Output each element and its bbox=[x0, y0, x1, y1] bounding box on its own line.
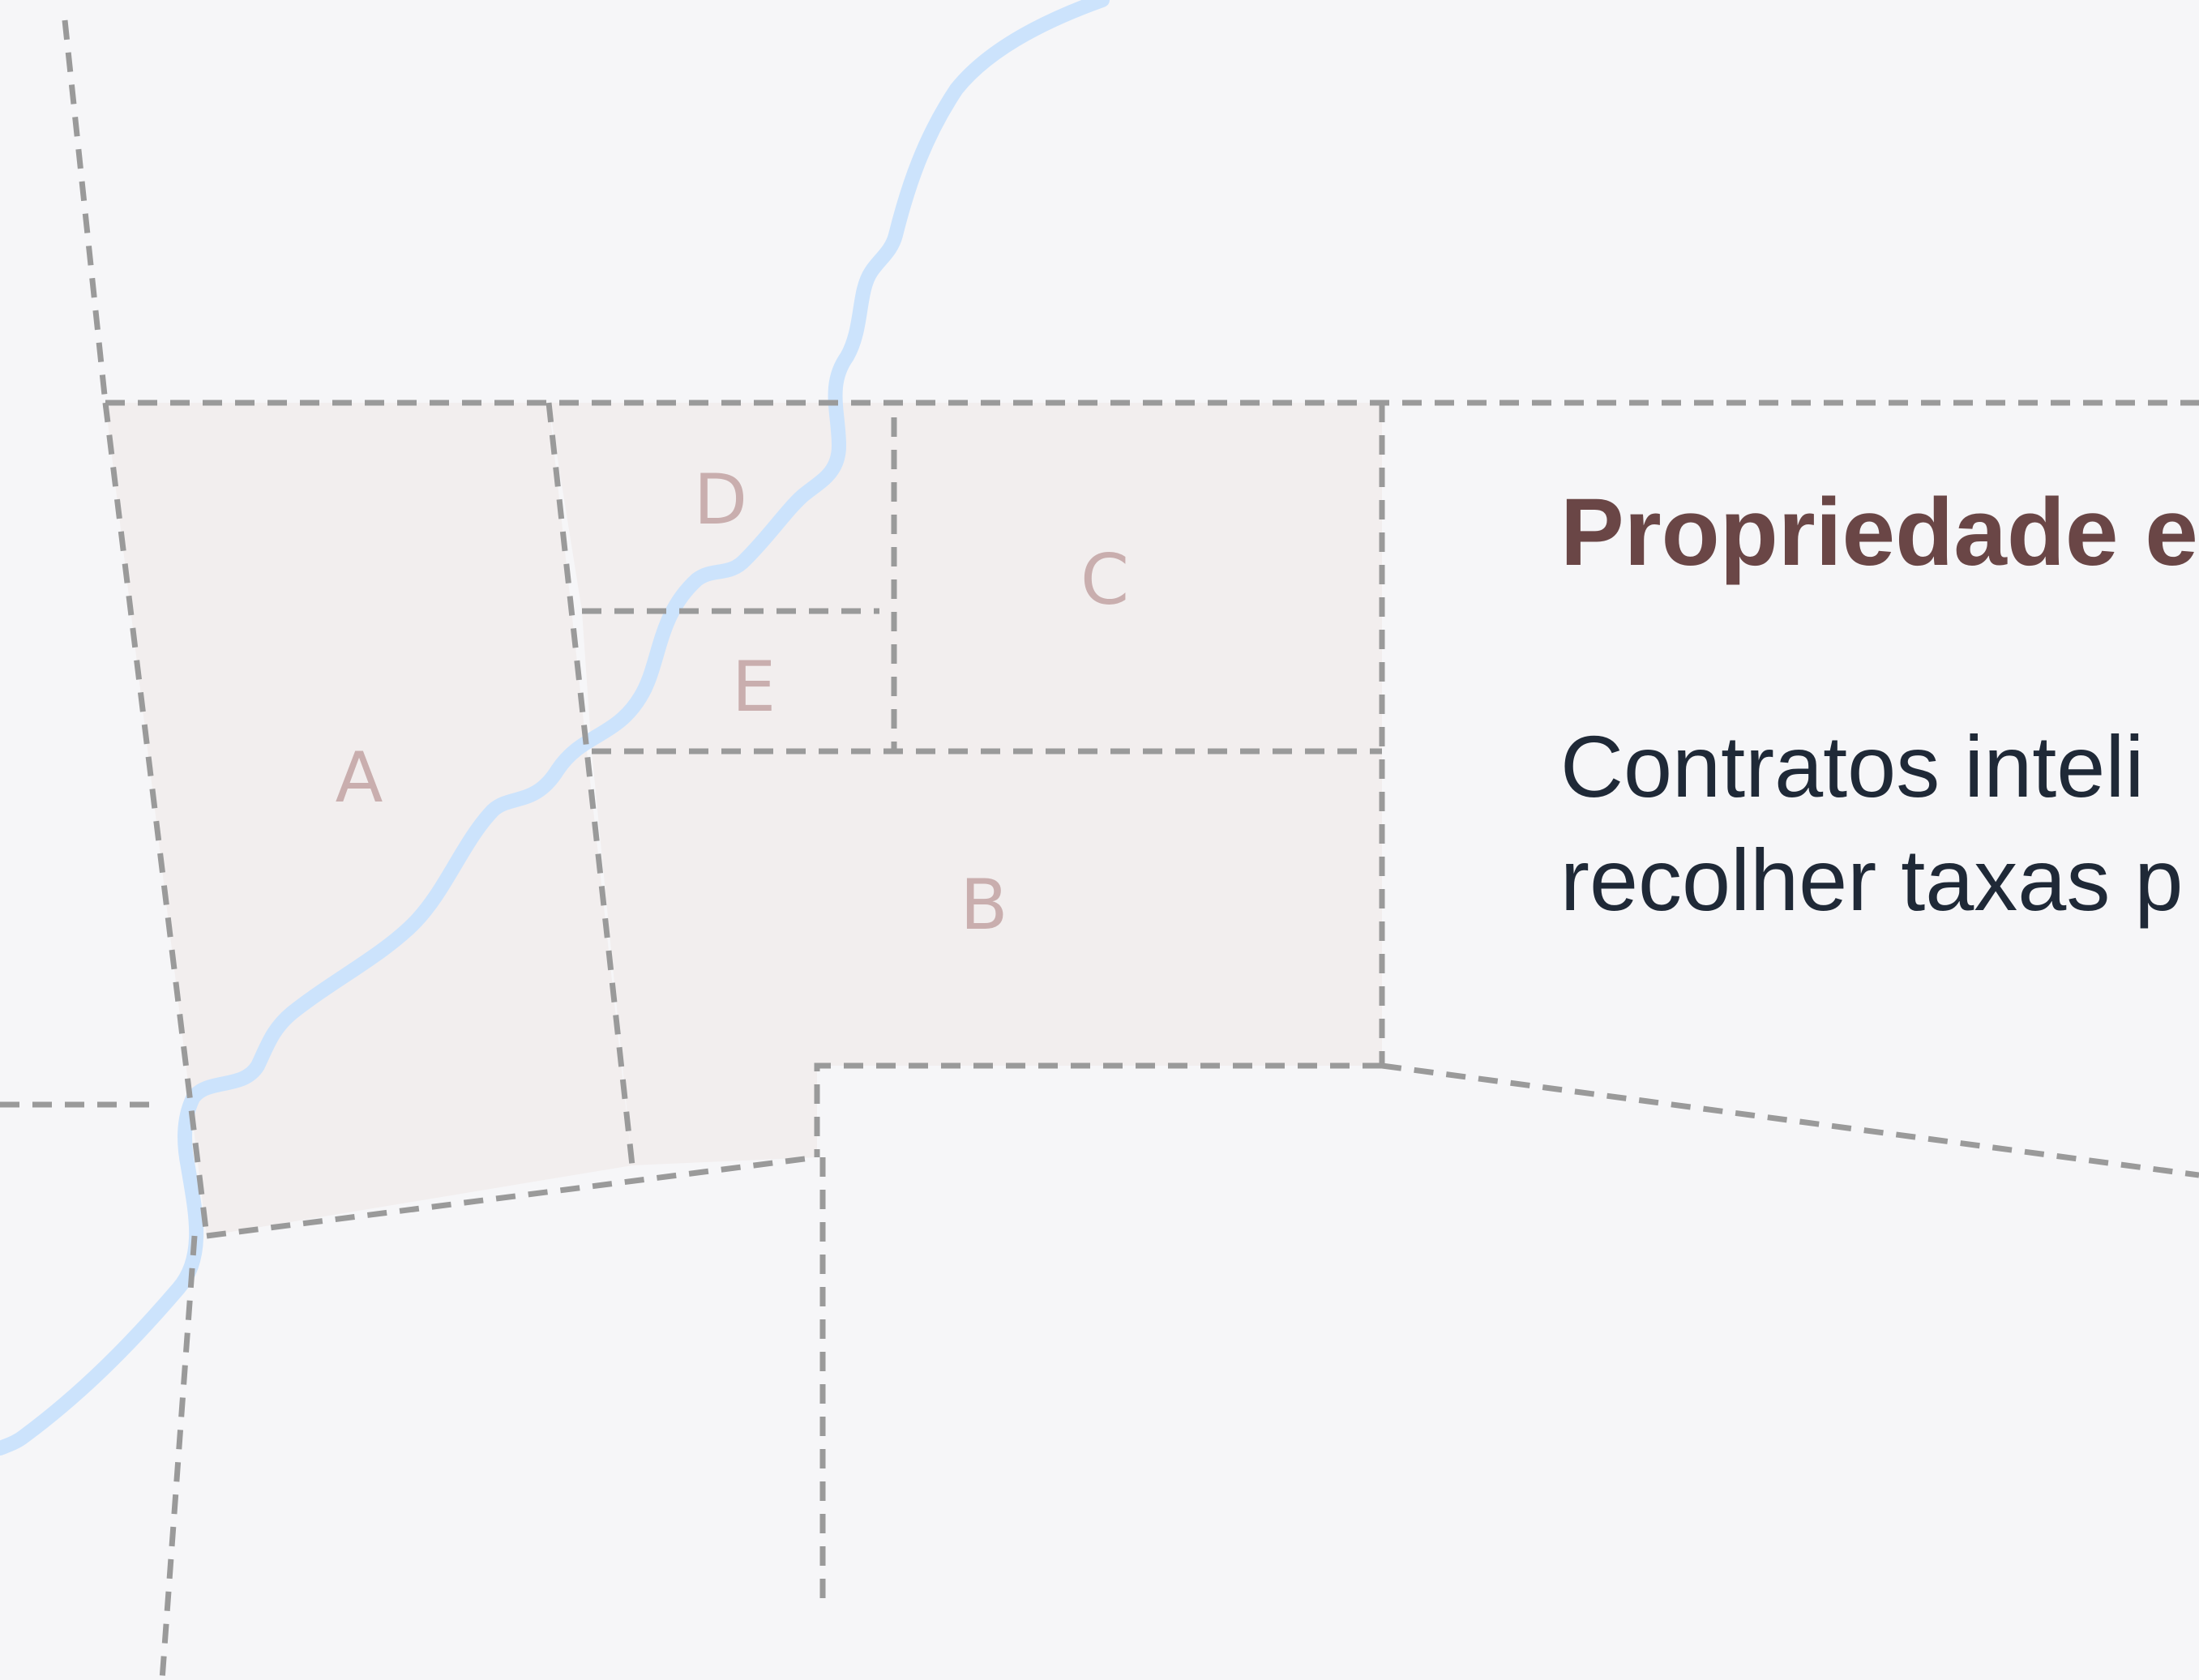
west-boundary-north bbox=[62, 19, 109, 404]
southeast-boundary bbox=[1381, 1062, 2199, 1178]
parcel-d-area bbox=[549, 403, 894, 611]
parcel-label-d: D bbox=[694, 460, 747, 541]
description-line-2: recolher taxas p bbox=[1560, 831, 2184, 929]
page-title: Propriedade e bbox=[1560, 479, 2198, 586]
parcel-labels: A B C D E bbox=[336, 460, 1129, 946]
parcel-label-b: B bbox=[960, 865, 1008, 946]
description-line-1: Contratos inteli bbox=[1560, 717, 2145, 815]
parcel-b-area bbox=[592, 751, 1382, 1165]
parcel-fills bbox=[105, 403, 1382, 1236]
page-description: Contratos inteli recolher taxas p bbox=[1560, 710, 2193, 937]
parcel-a-south-edge bbox=[206, 1154, 818, 1239]
parcel-label-e: E bbox=[732, 647, 776, 728]
river bbox=[0, 0, 1110, 1456]
parcel-boundaries bbox=[0, 19, 2199, 1680]
parcel-label-a: A bbox=[336, 737, 383, 819]
west-boundary-south bbox=[159, 1235, 198, 1680]
parcel-a-west-edge bbox=[102, 402, 210, 1237]
parcel-label-c: C bbox=[1080, 540, 1129, 621]
parcel-c-area bbox=[894, 403, 1382, 751]
parcel-b-south-edge bbox=[814, 1062, 1382, 1157]
parcel-a-area bbox=[105, 403, 632, 1236]
